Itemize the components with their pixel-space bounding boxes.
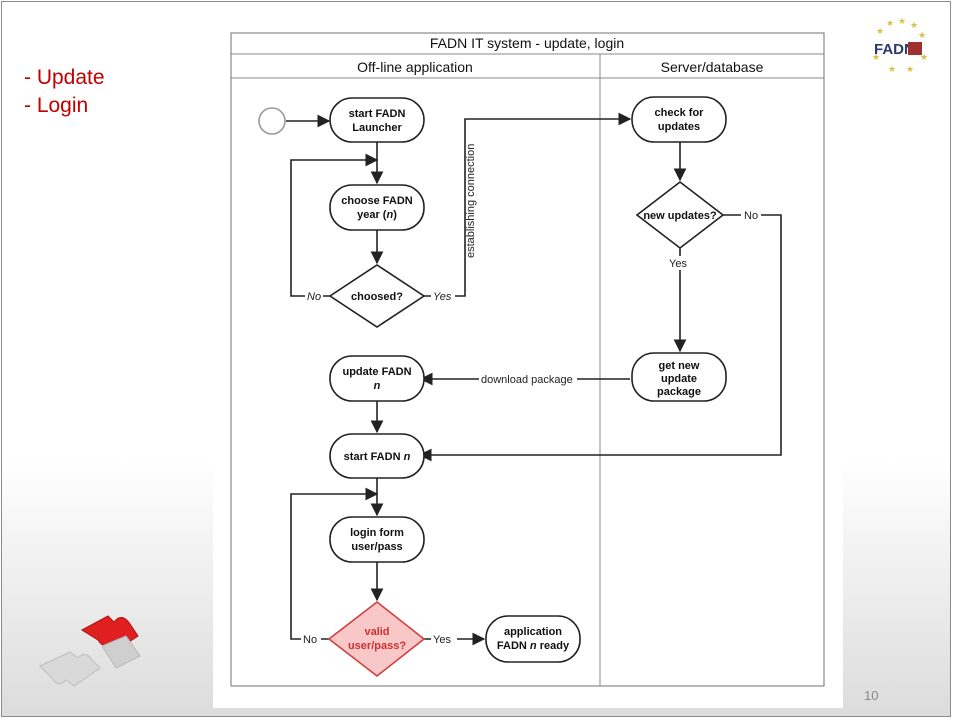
fadn-logo: ★ ★ ★ ★ ★ ★ ★ ★ ★ FADN xyxy=(872,16,928,74)
text-start-launcher-1: start FADN xyxy=(349,108,406,120)
svg-text:★: ★ xyxy=(886,18,894,28)
text-login-form-1: login form xyxy=(350,527,404,539)
puzzle-pieces-icon xyxy=(39,615,141,687)
svg-text:★: ★ xyxy=(918,30,926,40)
lane-title-server: Server/database xyxy=(661,59,764,75)
text-update-fadn-1: update FADN xyxy=(342,366,411,378)
decision-valid xyxy=(327,600,426,678)
text-app-ready-2c: ready xyxy=(537,640,570,652)
logo-mark-icon xyxy=(908,42,922,55)
label-yes-updates: Yes xyxy=(669,258,687,270)
diagram-title: FADN IT system - update, login xyxy=(430,35,624,51)
text-check-updates-1: check for xyxy=(655,107,705,119)
label-yes-choose: Yes xyxy=(433,291,452,303)
text-choose-year-2b: n xyxy=(386,209,393,221)
label-download-package: download package xyxy=(481,374,573,386)
text-choose-year-2c: ) xyxy=(393,209,397,221)
text-new-updates: new updates? xyxy=(643,210,717,222)
label-no-valid: No xyxy=(303,634,317,646)
svg-text:year (n): year (n) xyxy=(357,209,397,221)
text-valid-2: user/pass? xyxy=(348,640,406,652)
text-choose-year-2a: year ( xyxy=(357,209,387,221)
text-get-package-1: get new xyxy=(659,360,700,372)
node-check-updates xyxy=(631,96,727,143)
svg-text:★: ★ xyxy=(876,26,884,36)
text-get-package-2: update xyxy=(661,373,697,385)
text-get-package-3: package xyxy=(657,386,701,398)
svg-text:FADN n ready: FADN n ready xyxy=(497,640,570,652)
bullet-update: - Update xyxy=(24,66,105,89)
text-app-ready-1: application xyxy=(504,626,562,638)
decision-new-updates xyxy=(635,180,725,250)
node-choose-year xyxy=(329,184,425,231)
svg-text:★: ★ xyxy=(906,64,914,74)
bullet-login: - Login xyxy=(24,94,89,117)
svg-text:★: ★ xyxy=(872,52,880,62)
bullet-list: - Update - Login xyxy=(24,64,105,120)
text-check-updates-2: updates xyxy=(658,121,700,133)
node-start-launcher xyxy=(329,97,425,143)
text-start-fadn-b: n xyxy=(404,451,411,463)
text-app-ready-2b: n xyxy=(530,640,537,652)
logo-stars-icon: ★ ★ ★ ★ ★ ★ ★ ★ ★ xyxy=(872,16,928,74)
page-number: 10 xyxy=(864,688,879,703)
text-start-fadn-a: start FADN xyxy=(344,451,404,463)
svg-text:★: ★ xyxy=(898,16,906,26)
text-valid-1: valid xyxy=(364,626,389,638)
svg-text:start FADN n: start FADN n xyxy=(344,451,411,463)
label-yes-valid: Yes xyxy=(433,634,451,646)
node-get-package xyxy=(631,352,727,402)
node-start-fadn xyxy=(329,433,425,479)
start-node xyxy=(258,107,286,135)
decision-choosed xyxy=(328,264,426,328)
label-establishing-connection: establishing connection xyxy=(465,144,477,258)
node-app-ready xyxy=(485,615,581,663)
node-update-fadn xyxy=(329,355,425,402)
text-start-launcher-2: Launcher xyxy=(352,122,402,134)
svg-text:★: ★ xyxy=(920,52,928,62)
text-choosed: choosed? xyxy=(351,291,403,303)
svg-text:★: ★ xyxy=(888,64,896,74)
text-choose-year-1: choose FADN xyxy=(341,195,413,207)
label-no-updates: No xyxy=(744,210,758,222)
text-update-fadn-2: n xyxy=(374,380,381,392)
node-login-form xyxy=(329,516,425,563)
label-no-choose: No xyxy=(307,291,321,303)
svg-text:★: ★ xyxy=(910,20,918,30)
diagram-frame xyxy=(230,32,825,687)
lane-title-offline: Off-line application xyxy=(357,59,473,75)
flowchart-diagram: FADN IT system - update, login Off-line … xyxy=(213,20,843,708)
logo-text: FADN xyxy=(874,41,915,58)
text-app-ready-2a: FADN xyxy=(497,640,530,652)
text-login-form-2: user/pass xyxy=(351,541,402,553)
